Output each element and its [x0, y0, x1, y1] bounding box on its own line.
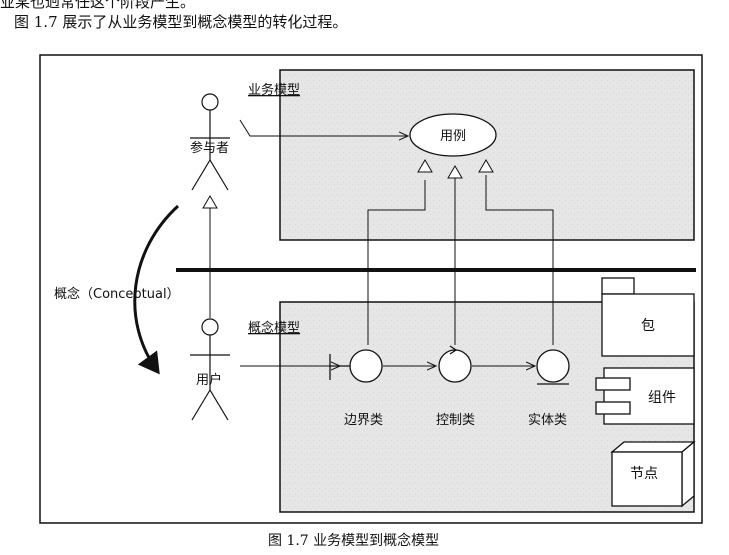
component-icon: [595, 367, 695, 425]
entity-class-label: 实体类: [528, 413, 567, 428]
entity-realization-line: [485, 175, 554, 345]
control-realization-head: [447, 165, 463, 179]
business-model-label: 业务模型: [248, 82, 300, 98]
package-icon: [601, 277, 695, 357]
business-model-box: [279, 69, 695, 241]
figure-caption: 图 1.7 业务模型到概念模型: [268, 533, 440, 549]
conceptual-label: 概念（Conceptual）: [54, 286, 180, 302]
usecase-ellipse: [409, 113, 497, 157]
intro-paragraph: 图 1.7 展示了从业务模型到概念模型的转化过程。: [14, 13, 348, 31]
package-label: 包: [641, 318, 655, 334]
node-label: 节点: [630, 466, 658, 482]
concept-model-label: 概念模型: [248, 320, 300, 336]
actor-usecase-link: [239, 119, 408, 136]
entity-class-icon: [536, 349, 570, 385]
boundary-class-label: 边界类: [344, 413, 383, 428]
user-figure: [190, 318, 230, 421]
control-class-icon: [438, 345, 472, 383]
boundary-realization-head: [417, 159, 433, 173]
page-top-partial-text: 业某也迥常任这个阶段产生。: [0, 0, 196, 11]
node-icon: [610, 440, 696, 508]
usecase-label: 用例: [440, 129, 466, 144]
entity-realization-head: [478, 159, 494, 173]
boundary-class-icon: [329, 349, 383, 383]
control-class-label: 控制类: [436, 413, 475, 428]
generalization-arrowhead: [202, 195, 218, 209]
component-label: 组件: [648, 390, 676, 406]
actor-figure: [190, 93, 230, 191]
conceptual-curve-arrow: [133, 204, 180, 375]
boundary-realization-line: [367, 180, 426, 345]
actor-label: 参与者: [190, 140, 229, 156]
user-label: 用户: [196, 372, 222, 388]
